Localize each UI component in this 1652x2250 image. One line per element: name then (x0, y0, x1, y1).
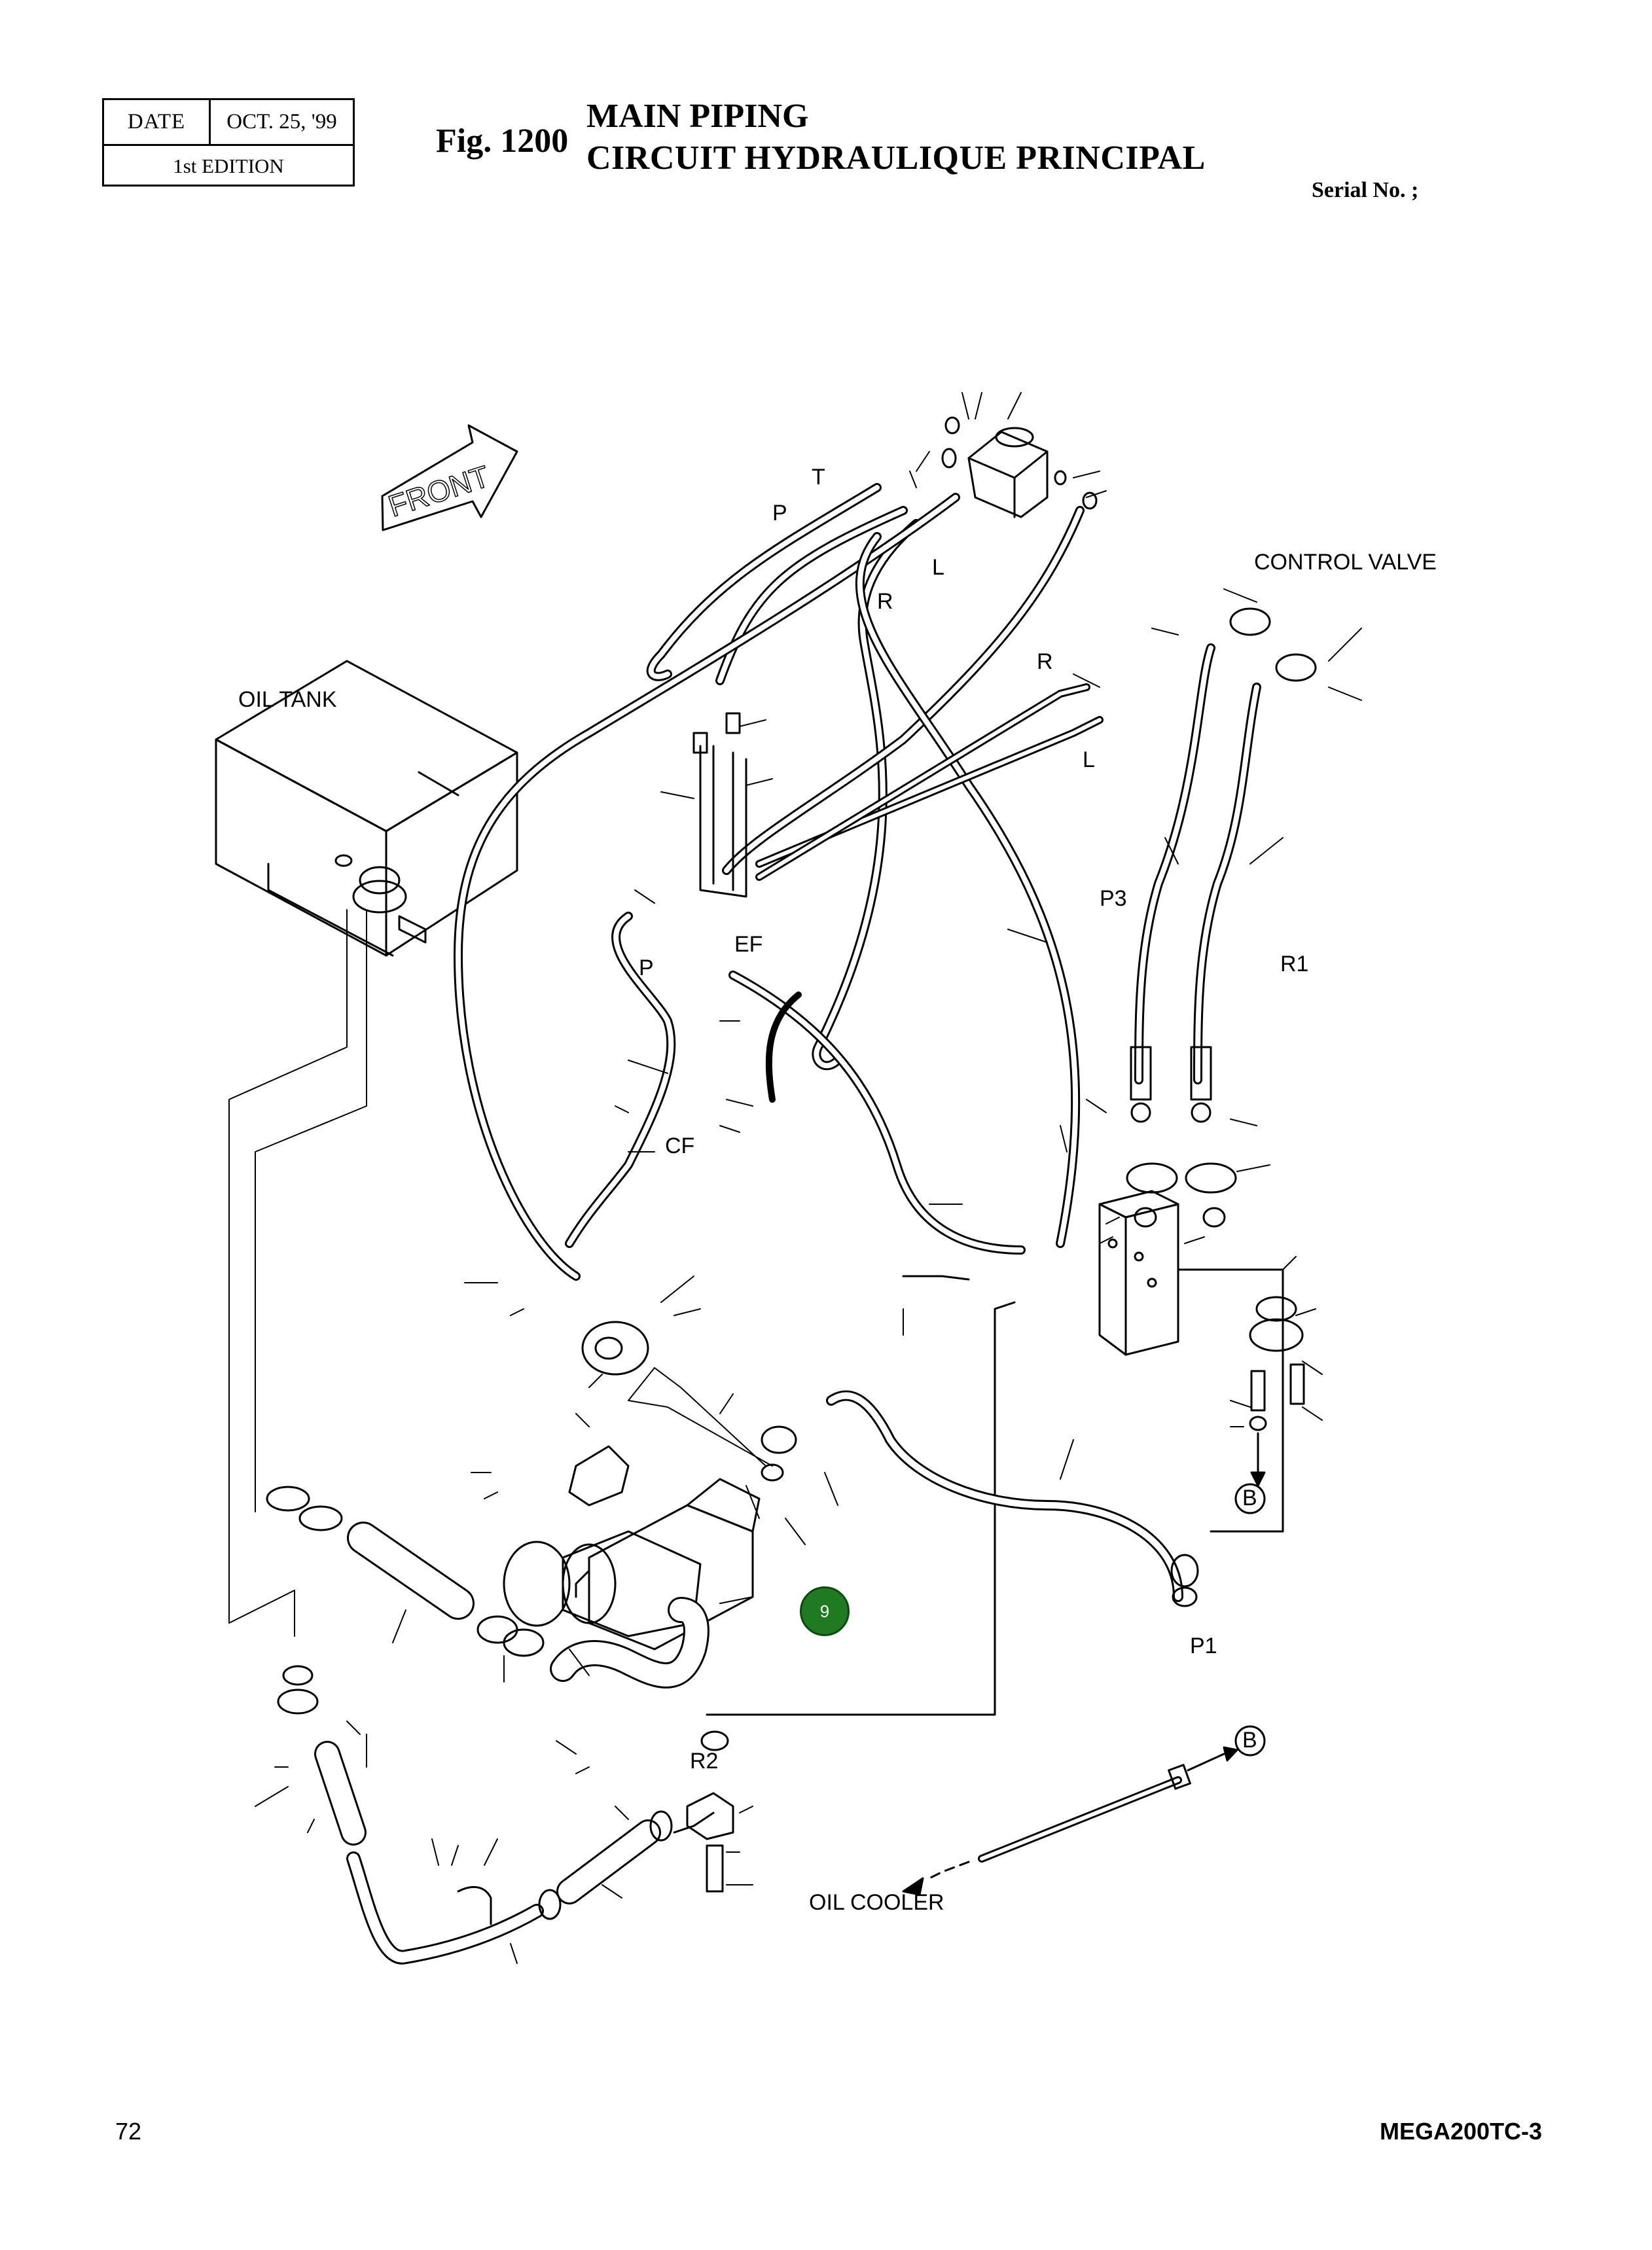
label-oil-tank: OIL TANK (238, 687, 337, 712)
label-cf: CF (665, 1134, 695, 1158)
page-number: 72 (115, 2118, 142, 2145)
date-edition-box: DATE OCT. 25, '99 1st EDITION (102, 98, 355, 187)
oil-tank-drawing (215, 660, 518, 957)
label-p1: P1 (1190, 1634, 1217, 1658)
upper-hoses (454, 483, 1085, 1281)
control-valve-hoses (1126, 607, 1317, 1228)
label-control-valve: CONTROL VALVE (1254, 550, 1437, 575)
callout-marker-9[interactable]: 9 (800, 1586, 850, 1636)
label-p-top: P (772, 501, 787, 526)
label-oil-cooler: OIL COOLER (809, 1890, 944, 1915)
date-value: OCT. 25, '99 (226, 110, 337, 134)
label-ef: EF (734, 932, 763, 957)
label-r-top: R (877, 589, 893, 614)
routing-lines (228, 909, 773, 1637)
label-r2: R2 (690, 1749, 719, 1774)
label-l-top: L (932, 555, 944, 580)
label-r-mid: R (1037, 649, 1053, 674)
oil-cooler-line-drawing (902, 1725, 1266, 1896)
main-valve-block (706, 1190, 1305, 1716)
label-t: T (812, 465, 825, 490)
label-p3: P3 (1100, 886, 1127, 911)
figure-number: Fig. 1200 (436, 122, 569, 160)
middle-manifold-drawing (692, 683, 1104, 898)
front-arrow-icon: FRONT (381, 424, 518, 531)
steering-unit-drawing (941, 416, 1098, 518)
title-english: MAIN PIPING (586, 98, 809, 135)
label-b-1: B (1242, 1486, 1257, 1510)
title-french: CIRCUIT HYDRAULIQUE PRINCIPAL (586, 139, 1206, 177)
suction-pipe-drawing (266, 1486, 709, 1688)
return-line-drawing (277, 1665, 734, 1965)
hydraulic-pump-drawing (503, 1321, 761, 1651)
front-arrow-label: FRONT (384, 459, 494, 523)
date-label: DATE (104, 100, 211, 144)
date-row: DATE OCT. 25, '99 (104, 100, 353, 146)
edition-label: 1st EDITION (173, 154, 284, 177)
label-p-mid: P (639, 955, 654, 980)
model-code: MEGA200TC-3 (1380, 2118, 1543, 2145)
label-l-mid: L (1083, 747, 1095, 772)
label-b-2: B (1242, 1728, 1257, 1753)
serial-number: Serial No. ; (1312, 178, 1419, 202)
pressure-hose-p1 (761, 1390, 1199, 1607)
leader-lines (255, 392, 1362, 1964)
label-r1: R1 (1280, 952, 1309, 976)
